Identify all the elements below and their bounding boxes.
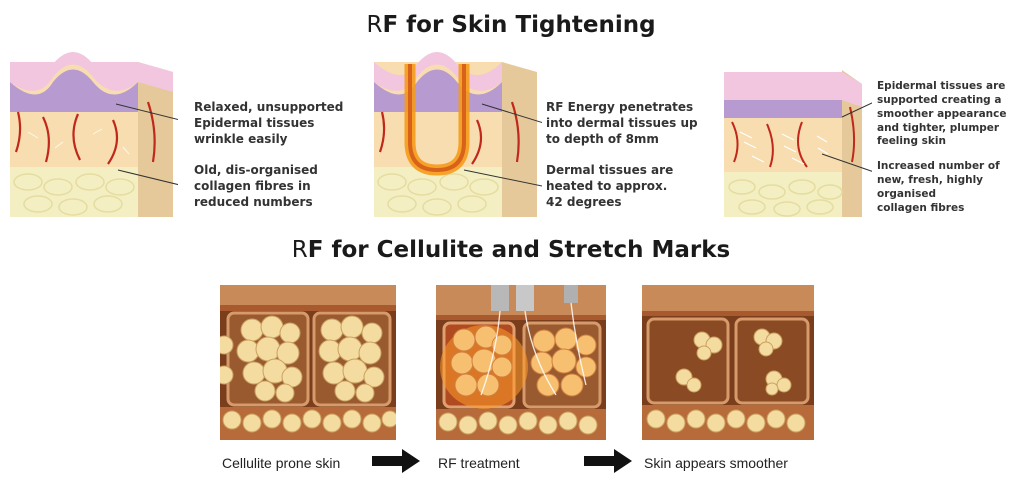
caption-cellulite-prone: Cellulite prone skin bbox=[222, 455, 341, 471]
cellulite-title: RF for Cellulite and Stretch Marks bbox=[0, 237, 1022, 263]
skin-block-tightened bbox=[724, 70, 872, 217]
arrow-right-icon bbox=[584, 449, 632, 473]
panel1-label-epidermis: Relaxed, unsupported Epidermal tissues w… bbox=[194, 100, 344, 146]
panel3-label-collagen: Increased number of new, fresh, highly o… bbox=[877, 160, 1000, 214]
caption-rf-treatment: RF treatment bbox=[438, 455, 520, 471]
panel2-label-rf-energy: RF Energy penetrates into dermal tissues… bbox=[546, 100, 698, 146]
panel2-label-heat: Dermal tissues are heated to approx. 42 … bbox=[546, 163, 674, 209]
skin-tightening-title: RF for Skin Tightening bbox=[0, 12, 1022, 38]
smoother-skin-image bbox=[642, 285, 814, 440]
title-rest: F for Skin Tightening bbox=[382, 12, 656, 38]
title-prefix: R bbox=[366, 12, 383, 38]
cellulite-prone-image bbox=[220, 285, 396, 440]
skin-block-rf-energy bbox=[374, 52, 542, 217]
panel3-label-epidermis: Epidermal tissues are supported creating… bbox=[877, 80, 1007, 148]
skin-block-relaxed bbox=[10, 52, 178, 217]
title-rest: F for Cellulite and Stretch Marks bbox=[307, 237, 731, 263]
title-prefix: R bbox=[291, 237, 308, 263]
caption-skin-smoother: Skin appears smoother bbox=[644, 455, 788, 471]
rf-treatment-image bbox=[436, 285, 606, 440]
panel1-label-collagen: Old, dis-organised collagen fibres in re… bbox=[194, 163, 318, 209]
arrow-right-icon bbox=[372, 449, 420, 473]
